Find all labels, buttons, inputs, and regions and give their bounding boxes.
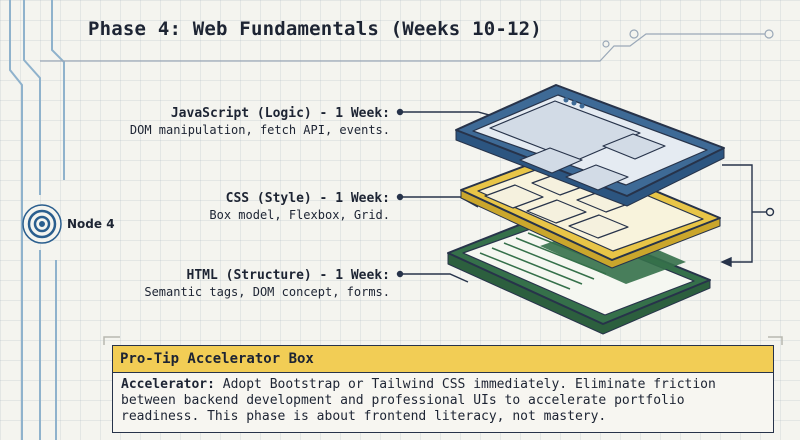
js-layer-description: DOM manipulation, fetch API, events. [129, 123, 390, 137]
css-layer-heading: CSS (Style) - 1 Week: [225, 191, 390, 206]
layer-bracket [720, 164, 775, 268]
js-layer [455, 84, 725, 207]
node-4-marker [22, 204, 62, 244]
pro-tip-body: Accelerator: Adopt Bootstrap or Tailwind… [113, 373, 773, 425]
html-layer-label: HTML (Structure) - 1 Week: Semantic tags… [144, 267, 390, 300]
css-layer [460, 151, 721, 269]
page-title: Phase 4: Web Fundamentals (Weeks 10-12) [88, 18, 542, 40]
css-layer-description: Box model, Flexbox, Grid. [209, 208, 390, 222]
node-label: Node 4 [67, 217, 115, 231]
pro-tip-lead: Accelerator: [121, 377, 215, 392]
tip-box-frame [103, 336, 783, 345]
pro-tip-header: Pro-Tip Accelerator Box [113, 346, 773, 373]
css-layer-label: CSS (Style) - 1 Week: Box model, Flexbox… [209, 190, 390, 223]
pro-tip-box: Pro-Tip Accelerator Box Accelerator: Ado… [112, 345, 774, 433]
html-layer-heading: HTML (Structure) - 1 Week: [186, 268, 391, 283]
html-layer [447, 213, 711, 335]
pro-tip-text: Adopt Bootstrap or Tailwind CSS immediat… [121, 377, 716, 424]
circuit-lines [9, 0, 65, 440]
js-layer-heading: JavaScript (Logic) - 1 Week: [170, 106, 390, 121]
js-layer-label: JavaScript (Logic) - 1 Week: DOM manipul… [130, 105, 390, 138]
html-layer-description: Semantic tags, DOM concept, forms. [144, 285, 390, 299]
top-circuit [40, 29, 774, 62]
